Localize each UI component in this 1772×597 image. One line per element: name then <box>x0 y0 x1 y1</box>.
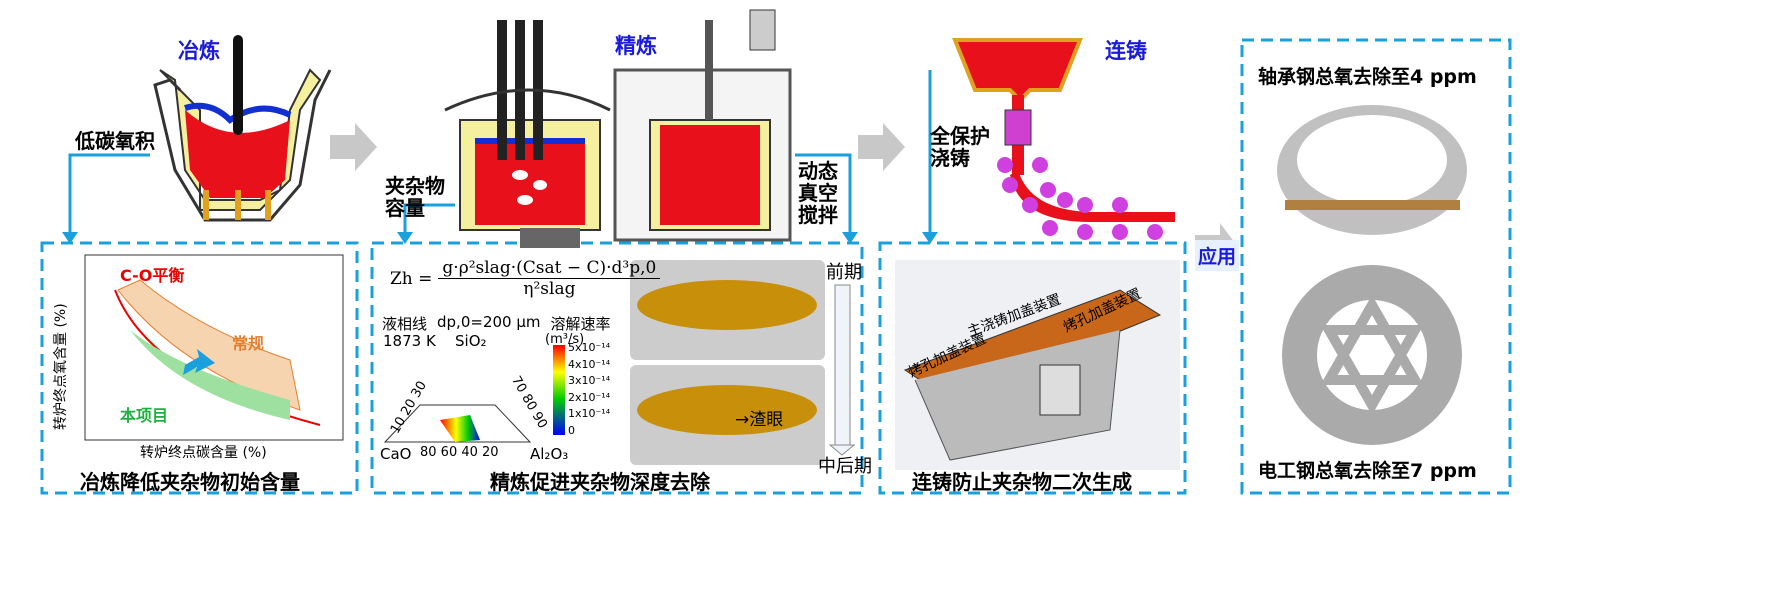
caption-refining: 精炼促进夹杂物深度去除 <box>490 470 710 494</box>
ternary-diagram <box>383 345 565 443</box>
panel-smelting-border <box>40 241 359 495</box>
cao-label: CaO <box>380 445 412 463</box>
slag-eye-renders <box>630 260 856 465</box>
early-label: 前期 <box>826 262 862 283</box>
low-carbon-oxygen-label: 低碳氧积 <box>75 129 155 153</box>
tundish-render <box>895 260 1180 470</box>
bearing-image <box>1277 105 1467 235</box>
stage-application: 应用 <box>1195 240 1240 271</box>
stator-lamination-image <box>1282 265 1462 445</box>
full-protection-label: 全保护浇铸 <box>930 124 990 170</box>
co-equilibrium-label: C-O平衡 <box>120 266 185 285</box>
stage-refining: 精炼 <box>615 34 657 58</box>
connector-lines <box>68 70 932 235</box>
converter-vessel <box>153 35 332 222</box>
ladle-furnace <box>444 20 611 248</box>
colorbar <box>553 345 565 435</box>
caption-smelting: 冶炼降低夹杂物初始含量 <box>80 470 300 494</box>
dynamic-vacuum-label: 动态真空搅拌 <box>798 159 838 227</box>
this-project-label: 本项目 <box>120 406 169 425</box>
carbon-oxygen-plot <box>84 254 344 441</box>
unit-label: (m³/s) <box>545 332 585 347</box>
caption-casting: 连铸防止夹杂物二次生成 <box>912 470 1132 494</box>
temperature-label: 1873 K <box>383 332 436 350</box>
panel-application-border <box>1240 38 1512 495</box>
electrical-steel-label: 电工钢总氧去除至7 ppm <box>1258 460 1477 482</box>
flow-arrow-2 <box>858 123 905 171</box>
bearing-steel-label: 轴承钢总氧去除至4 ppm <box>1258 66 1477 88</box>
zh-formula: Zh = g·ρ²slag·(Csat − C)·d³p,0 η²slag <box>390 258 661 299</box>
inclusion-capacity-label: 夹杂物容量 <box>385 174 445 220</box>
conventional-label: 常规 <box>232 334 265 353</box>
continuous-caster <box>952 38 1175 240</box>
slag-eye-label: →渣眼 <box>735 410 784 430</box>
y-axis-label: 转炉终点氧含量 (%) <box>53 303 69 430</box>
late-label: 中后期 <box>818 456 872 477</box>
time-arrow <box>834 284 851 446</box>
x-axis-label: 转炉终点碳含量 (%) <box>140 445 267 461</box>
flow-arrow-1 <box>330 123 377 171</box>
vacuum-degasser <box>613 9 792 242</box>
stage-casting: 连铸 <box>1105 39 1147 63</box>
stage-smelting: 冶炼 <box>178 39 220 63</box>
panel-casting-border <box>878 241 1187 495</box>
panel-refining-border <box>370 241 864 495</box>
sio2-label: SiO₂ <box>455 332 487 350</box>
al2o3-label: Al₂O₃ <box>530 445 569 463</box>
bottom-ticks: 80 60 40 20 <box>420 445 499 460</box>
